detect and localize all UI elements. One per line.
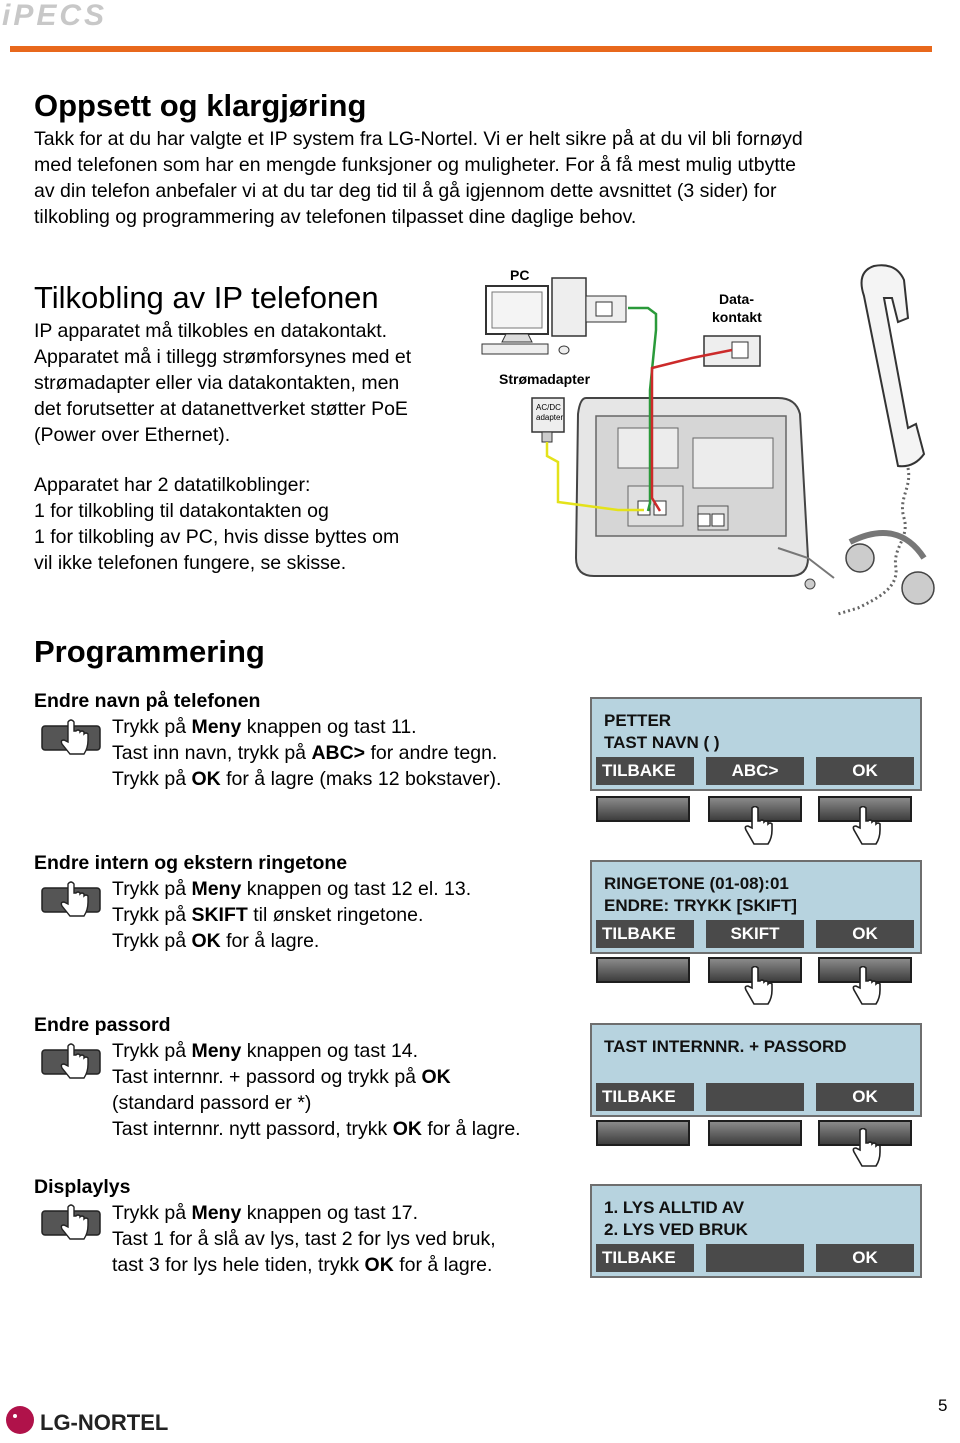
header-divider: [10, 46, 932, 52]
step-line: Tast internnr. + passord og trykk på OK: [112, 1066, 451, 1088]
intro-line: tilkobling og programmering av telefonen…: [34, 206, 637, 228]
lcd-line-2: ENDRE: TRYKK [SKIFT]: [604, 896, 797, 915]
step-line: Trykk på Meny knappen og tast 12 el. 13.: [112, 878, 472, 900]
soft-key-button[interactable]: [708, 1120, 802, 1146]
lcd-softkey-label: OK: [816, 757, 914, 785]
step-list: Trykk på Meny knappen og tast 14. Tast in…: [112, 1038, 521, 1142]
lcd-softkey-label: SKIFT: [706, 920, 804, 948]
section-heading: Endre passord: [34, 1014, 171, 1036]
cursor-hand-icon: [742, 965, 776, 1011]
ipecs-logo: iPECS: [0, 0, 180, 32]
lcd-softkey-label: OK: [816, 1083, 914, 1111]
power-adapter-label: Strømadapter: [499, 371, 591, 387]
connect-paragraph: IP apparatet må tilkobles en datakontakt…: [34, 318, 474, 448]
pointing-hand-icon: [40, 1203, 102, 1241]
lcd-line-1: PETTER: [604, 711, 672, 730]
section-heading: Endre navn på telefonen: [34, 690, 261, 712]
step-line: Trykk på Meny knappen og tast 14.: [112, 1040, 419, 1062]
phone-base-illustration: [574, 397, 810, 577]
lcd-softkey-label: TILBAKE: [596, 1244, 694, 1272]
lcd-line-2: TAST NAVN ( ): [604, 733, 720, 752]
step-line: tast 3 for lys hele tiden, trykk OK for …: [112, 1254, 493, 1276]
cursor-hand-icon: [850, 1127, 884, 1173]
step-line: Trykk på Meny knappen og tast 17.: [112, 1202, 419, 1224]
svg-text:iPECS: iPECS: [2, 0, 107, 30]
pc-illustration: [481, 277, 627, 355]
data-socket-label-2: kontakt: [712, 309, 762, 325]
pc-cable: [628, 306, 658, 512]
step-line: Trykk på Meny knappen og tast 11.: [112, 716, 417, 738]
intro-line: med telefonen som har en mengde funksjon…: [34, 154, 796, 176]
connection-diagram: AC/DC adapter PC Strømadapter Data- kont…: [478, 258, 948, 630]
lcd-softkey-label: TILBAKE: [596, 920, 694, 948]
lcd-softkey-label: OK: [816, 920, 914, 948]
soft-key-button[interactable]: [596, 1120, 690, 1146]
step-line: Trykk på OK for å lagre.: [112, 930, 320, 952]
cursor-hand-icon: [850, 965, 884, 1011]
lcd-line-2: 2. LYS VED BRUK: [604, 1220, 748, 1239]
pointing-hand-icon: [40, 1042, 102, 1080]
lcd-softkey-label: OK: [816, 1244, 914, 1272]
data-socket-label-1: Data-: [719, 291, 754, 307]
connect-line: 1 for tilkobling av PC, hvis disse bytte…: [34, 526, 400, 548]
connect-line: Apparatet har 2 datatilkoblinger:: [34, 474, 311, 496]
step-line: Tast internnr. nytt passord, trykk OK fo…: [112, 1118, 521, 1140]
cursor-hand-icon: [742, 805, 776, 851]
step-line: (standard passord er *): [112, 1092, 312, 1114]
connect-line: strømadapter eller via datakontakten, me…: [34, 372, 400, 394]
step-line: Tast 1 for å slå av lys, tast 2 for lys …: [112, 1228, 496, 1250]
step-line: Trykk på OK for å lagre (maks 12 bokstav…: [112, 768, 502, 790]
connect-line: det forutsetter at datanettverket støtte…: [34, 398, 408, 420]
pointing-hand-icon: [40, 880, 102, 918]
page-title: Oppsett og klargjøring: [34, 88, 367, 123]
lcd-softkey-label: TILBAKE: [596, 1083, 694, 1111]
adapter-illustration: AC/DC adapter: [531, 397, 565, 443]
connect-line: 1 for tilkobling til datakontakten og: [34, 500, 329, 522]
lcd-softkey-label: ABC>: [706, 757, 804, 785]
step-line: Trykk på SKIFT til ønsket ringetone.: [112, 904, 424, 926]
soft-key-button[interactable]: [596, 796, 690, 822]
soft-key-button[interactable]: [596, 957, 690, 983]
lg-nortel-logo: LG-NORTEL: [4, 1402, 194, 1443]
lcd-display: 1. LYS ALLTID AV 2. LYS VED BRUK TILBAKE OK: [590, 1184, 922, 1278]
lcd-softkey-label: [706, 1244, 804, 1272]
connect-line: IP apparatet må tilkobles en datakontakt…: [34, 320, 388, 342]
step-list: Trykk på Meny knappen og tast 12 el. 13.…: [112, 876, 471, 954]
step-list: Trykk på Meny knappen og tast 17. Tast 1 …: [112, 1200, 496, 1278]
lcd-line-1: TAST INTERNNR. + PASSORD: [604, 1037, 847, 1056]
connect-paragraph-2: Apparatet har 2 datatilkoblinger: 1 for …: [34, 472, 474, 576]
connect-line: vil ikke telefonen fungere, se skisse.: [34, 552, 347, 574]
handset-illustration: [860, 264, 926, 468]
pc-label: PC: [510, 267, 529, 283]
lcd-line-1: RINGETONE (01-08):01: [604, 874, 789, 893]
lcd-display: PETTER TAST NAVN ( ) TILBAKE ABC> OK: [590, 697, 922, 791]
headset-illustration: [777, 530, 935, 605]
intro-line: av din telefon anbefaler vi at du tar de…: [34, 180, 777, 202]
intro-line: Takk for at du har valgte et IP system f…: [34, 128, 803, 150]
lcd-softkey-label: [706, 1083, 804, 1111]
programming-title: Programmering: [34, 634, 265, 669]
connect-line: (Power over Ethernet).: [34, 424, 231, 446]
lcd-softkey-label: TILBAKE: [596, 757, 694, 785]
step-list: Trykk på Meny knappen og tast 11. Tast in…: [112, 714, 501, 792]
pointing-hand-icon: [40, 718, 102, 756]
intro-paragraph: Takk for at du har valgte et IP system f…: [34, 126, 934, 230]
svg-text:LG-NORTEL: LG-NORTEL: [40, 1410, 168, 1435]
svg-text:adapter: adapter: [536, 413, 563, 422]
power-cable: [545, 442, 644, 512]
page-number: 5: [938, 1396, 948, 1415]
lcd-display: TAST INTERNNR. + PASSORD TILBAKE OK: [590, 1023, 922, 1117]
lcd-line-1: 1. LYS ALLTID AV: [604, 1198, 745, 1217]
network-cable: [650, 348, 733, 512]
section-heading: Endre intern og ekstern ringetone: [34, 852, 348, 874]
step-line: Tast inn navn, trykk på ABC> for andre t…: [112, 742, 498, 764]
connect-title: Tilkobling av IP telefonen: [34, 280, 379, 315]
section-heading: Displaylys: [34, 1176, 131, 1198]
svg-text:AC/DC: AC/DC: [536, 403, 561, 412]
cursor-hand-icon: [850, 805, 884, 851]
connect-line: Apparatet må i tillegg strømforsynes med…: [34, 346, 412, 368]
